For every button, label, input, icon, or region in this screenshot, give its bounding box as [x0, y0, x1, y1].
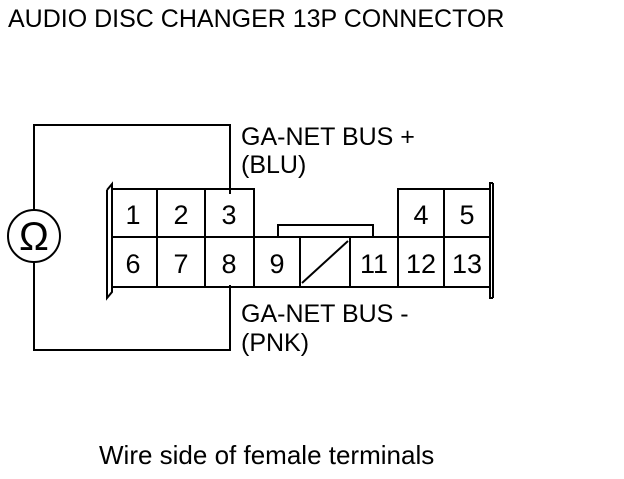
housing-right-end [489, 182, 493, 299]
ohm-symbol: Ω [19, 215, 49, 259]
pin-labels-bottom: 6 7 8 9 11 12 13 [125, 249, 482, 279]
blu-wire-color: (BLU) [241, 151, 306, 179]
pin-4: 4 [413, 200, 428, 230]
ga-net-minus-label: GA-NET BUS - [241, 300, 409, 328]
ga-net-plus-label: GA-NET BUS + [241, 123, 415, 151]
pin-7: 7 [173, 249, 188, 279]
housing-left-end [106, 181, 113, 301]
wire-labels: GA-NET BUS + (BLU) GA-NET BUS - (PNK) [241, 123, 415, 357]
connector-housing [106, 181, 494, 301]
diagram-caption: Wire side of female terminals [99, 440, 434, 470]
pin-3: 3 [221, 200, 236, 230]
pin-8: 8 [221, 249, 236, 279]
pnk-wire-color: (PNK) [241, 329, 309, 357]
wire-to-terminal-3 [33, 124, 231, 210]
diagram-title: AUDIO DISC CHANGER 13P CONNECTOR [8, 5, 504, 33]
connector-latch [277, 224, 374, 237]
pin-1: 1 [125, 200, 140, 230]
pin-13: 13 [452, 249, 482, 279]
wire-to-terminal-8 [33, 262, 231, 351]
top-right-block [397, 188, 490, 237]
pin-5: 5 [459, 200, 474, 230]
pin-2: 2 [173, 200, 188, 230]
pin-9: 9 [269, 249, 284, 279]
empty-terminal-10 [301, 240, 349, 284]
pin-labels-top: 1 2 3 4 5 [125, 200, 474, 230]
top-left-block [112, 188, 255, 237]
ohmmeter-wiring: Ω [7, 124, 231, 351]
pin-12: 12 [406, 249, 436, 279]
pin-6: 6 [125, 249, 140, 279]
pin-11: 11 [360, 249, 388, 279]
ohmmeter-icon [7, 209, 61, 263]
